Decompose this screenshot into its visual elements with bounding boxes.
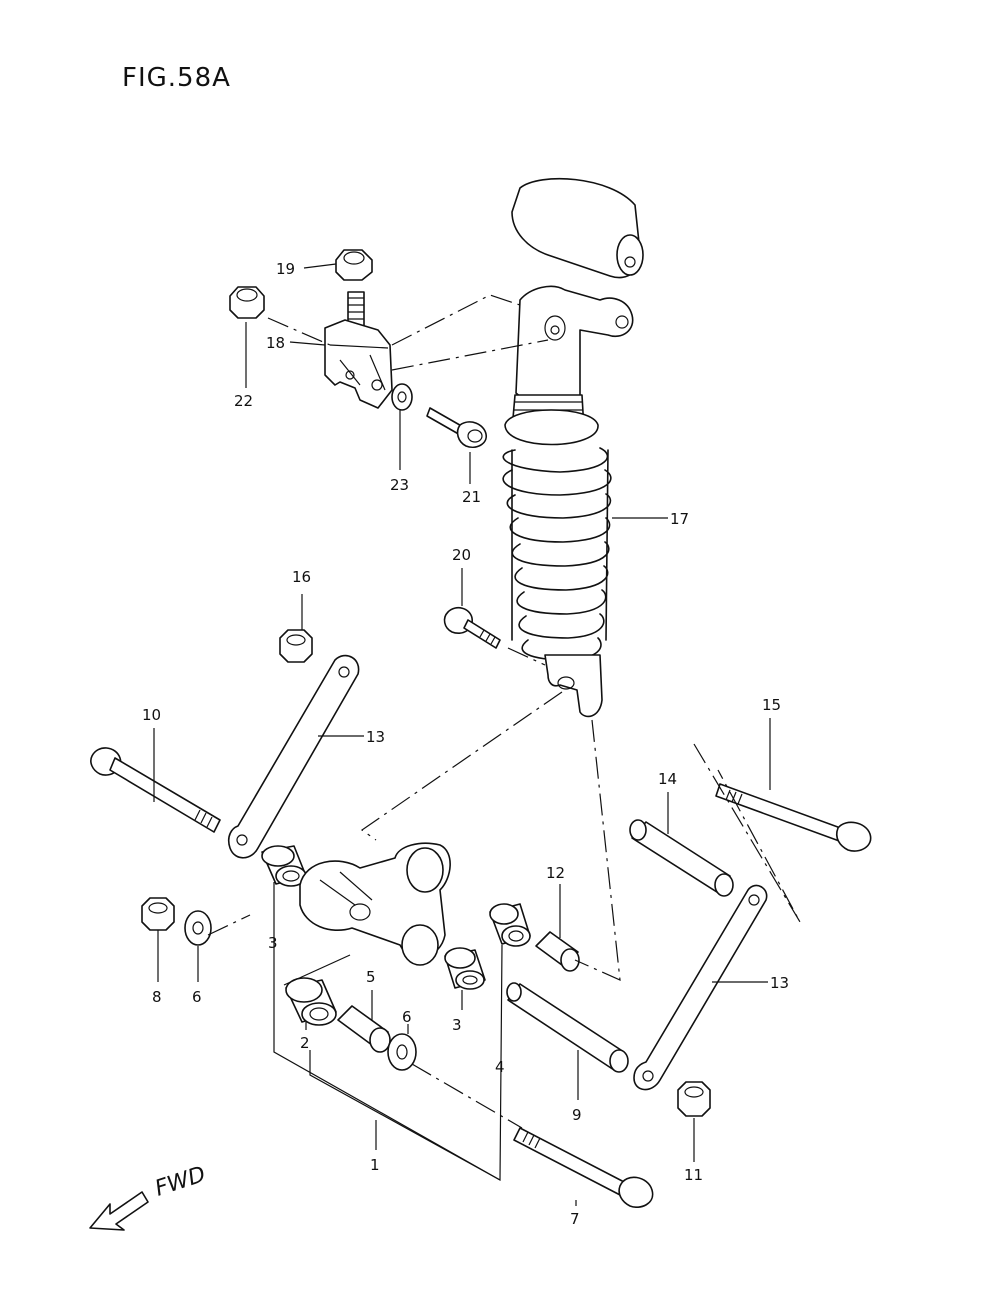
callout-3: 3 bbox=[452, 1016, 462, 1034]
pipe-9 bbox=[506, 982, 629, 1073]
forward-direction-indicator: FWD bbox=[89, 1162, 209, 1231]
callout-1: 1 bbox=[370, 1156, 380, 1174]
callout-numbers: 1 2 3 3 4 5 6 6 7 8 9 10 11 12 13 13 14 … bbox=[142, 260, 789, 1228]
callout-3: 3 bbox=[268, 934, 278, 952]
callout-20: 20 bbox=[452, 546, 471, 564]
cushion-lever bbox=[299, 842, 451, 966]
washer-6-right bbox=[387, 1033, 417, 1071]
callout-7: 7 bbox=[570, 1210, 580, 1228]
nut-16 bbox=[279, 629, 313, 663]
link-rod-13-upper bbox=[227, 654, 360, 859]
bushing-2 bbox=[285, 977, 337, 1026]
callout-13: 13 bbox=[366, 728, 385, 746]
callout-21: 21 bbox=[462, 488, 481, 506]
callout-18: 18 bbox=[266, 334, 285, 352]
spacer-5 bbox=[337, 1005, 391, 1053]
washer-23 bbox=[391, 383, 413, 411]
bolt-15 bbox=[715, 783, 872, 852]
callout-19: 19 bbox=[276, 260, 295, 278]
callout-12: 12 bbox=[546, 864, 565, 882]
bolt-10 bbox=[90, 747, 221, 833]
bushing-4 bbox=[489, 903, 531, 947]
callout-8: 8 bbox=[152, 988, 162, 1006]
callout-10: 10 bbox=[142, 706, 161, 724]
callout-6: 6 bbox=[402, 1008, 412, 1026]
callout-17: 17 bbox=[670, 510, 689, 528]
callout-14: 14 bbox=[658, 770, 677, 788]
callout-15: 15 bbox=[762, 696, 781, 714]
washer-6-left bbox=[184, 910, 212, 946]
callout-22: 22 bbox=[234, 392, 253, 410]
callout-6: 6 bbox=[192, 988, 202, 1006]
spacer-12 bbox=[535, 931, 580, 972]
callout-23: 23 bbox=[390, 476, 409, 494]
callout-2: 2 bbox=[300, 1034, 310, 1052]
shock-mount-bracket bbox=[324, 291, 393, 409]
forward-arrow-icon bbox=[89, 1191, 149, 1231]
assembly-lines bbox=[207, 294, 801, 1182]
nut-22 bbox=[229, 286, 265, 319]
bolt-21 bbox=[426, 407, 487, 449]
leader-lines bbox=[153, 263, 771, 1206]
link-rod-13-lower bbox=[633, 884, 768, 1091]
callout-9: 9 bbox=[572, 1106, 582, 1124]
nut-11 bbox=[677, 1081, 711, 1117]
fwd-label: FWD bbox=[152, 1162, 209, 1202]
pipe-14 bbox=[629, 819, 734, 897]
callout-11: 11 bbox=[684, 1166, 703, 1184]
shock-absorber bbox=[502, 177, 644, 718]
callout-13: 13 bbox=[770, 974, 789, 992]
callout-4: 4 bbox=[495, 1058, 505, 1076]
callout-16: 16 bbox=[292, 568, 311, 586]
nut-19 bbox=[335, 249, 373, 281]
bushing-3-right bbox=[444, 947, 486, 990]
bolt-20 bbox=[443, 606, 501, 649]
bolt-7 bbox=[513, 1127, 654, 1208]
bushing-3-left bbox=[261, 845, 307, 887]
nut-8 bbox=[141, 897, 175, 931]
callout-5: 5 bbox=[366, 968, 376, 986]
figure-title: FIG.58A bbox=[122, 63, 231, 93]
